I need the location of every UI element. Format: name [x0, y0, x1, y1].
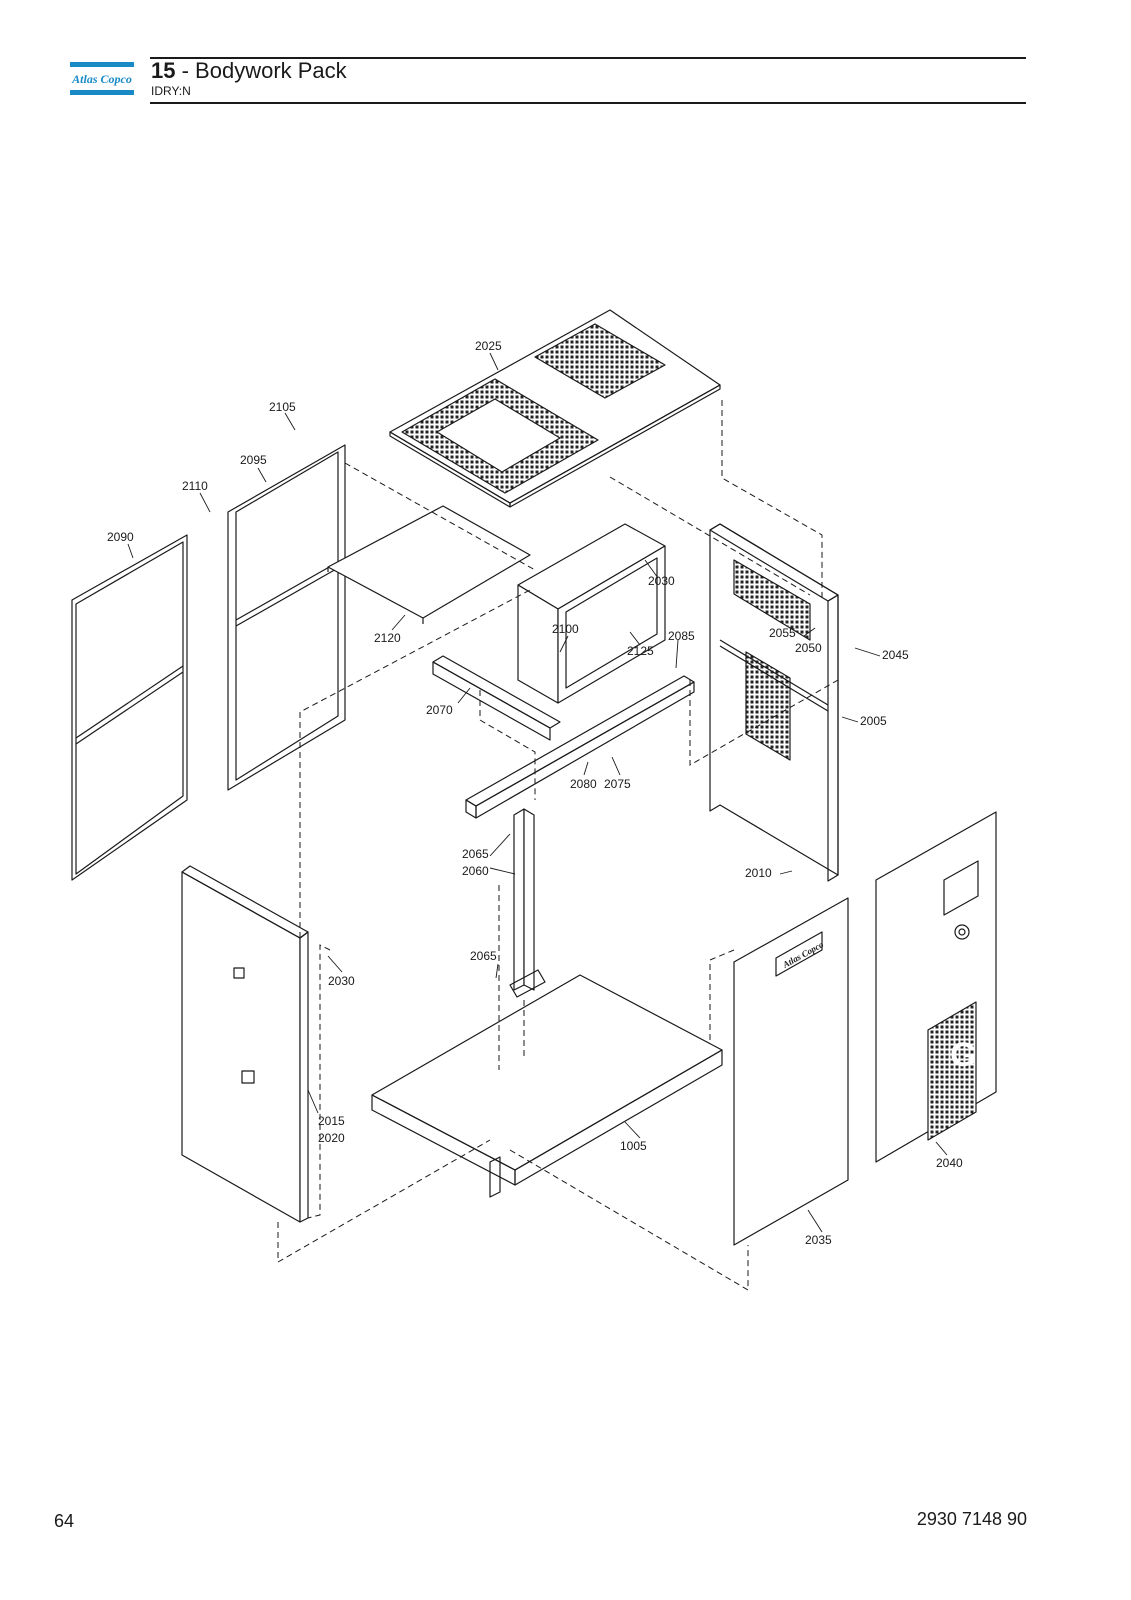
- inner-frame-panel: [227, 444, 346, 791]
- section-number: 15: [151, 58, 176, 83]
- section-separator: -: [175, 58, 196, 83]
- callout-2075: 2075: [604, 777, 631, 791]
- callout-2065-upper: 2065: [462, 847, 489, 861]
- callout-2030-upper: 2030: [648, 574, 675, 588]
- callout-2065-lower: 2065: [470, 949, 497, 963]
- left-outer-panel: [71, 534, 188, 881]
- page-number: 64: [54, 1511, 75, 1531]
- left-door: [181, 865, 309, 1223]
- callout-2120: 2120: [374, 631, 401, 645]
- callout-2085: 2085: [668, 629, 695, 643]
- callout-2100: 2100: [552, 622, 579, 636]
- right-frame-panel: [709, 523, 839, 882]
- section-title: Bodywork Pack: [195, 58, 347, 83]
- callout-2110: 2110: [182, 479, 208, 493]
- cross-beam-2080: [465, 675, 695, 819]
- callout-2055: 2055: [769, 626, 796, 640]
- control-panel-door: G: [875, 811, 997, 1163]
- callout-2070: 2070: [426, 703, 453, 717]
- callout-2050: 2050: [795, 641, 822, 655]
- header-rule-top: [150, 57, 1026, 59]
- header-rule-bottom: [150, 102, 1026, 104]
- callout-2040: 2040: [936, 1156, 963, 1170]
- callout-2020: 2020: [318, 1131, 345, 1145]
- callout-2005: 2005: [860, 714, 887, 728]
- document-number: 2930 7148 90: [916, 1509, 1027, 1529]
- atlas-copco-logo: Atlas Copco: [70, 62, 134, 95]
- front-panel: [733, 897, 849, 1246]
- electrical-box: [517, 523, 666, 704]
- internal-plate: [327, 505, 531, 624]
- callout-2105: 2105: [269, 400, 296, 414]
- callout-2015: 2015: [318, 1114, 345, 1128]
- logo-text: Atlas Copco: [71, 72, 132, 86]
- top-cover: [389, 309, 721, 508]
- callout-2025: 2025: [475, 339, 502, 353]
- callout-2045: 2045: [882, 648, 909, 662]
- callout-2060: 2060: [462, 864, 489, 878]
- callout-1005: 1005: [620, 1139, 647, 1153]
- control-door-g-letter: G: [950, 1036, 976, 1074]
- callout-2030-lower: 2030: [328, 974, 355, 988]
- page-subtitle: IDRY:N: [151, 84, 191, 98]
- callout-2035: 2035: [805, 1233, 832, 1247]
- support-pillar: [509, 808, 546, 998]
- callout-2080: 2080: [570, 777, 597, 791]
- page-title: 15 - Bodywork Pack: [151, 58, 347, 84]
- cross-beam-2070: [432, 655, 561, 741]
- callout-2095: 2095: [240, 453, 267, 467]
- callout-2090: 2090: [107, 530, 134, 544]
- callout-2010: 2010: [745, 866, 772, 880]
- callout-2125: 2125: [627, 644, 654, 658]
- base-frame: [371, 974, 723, 1198]
